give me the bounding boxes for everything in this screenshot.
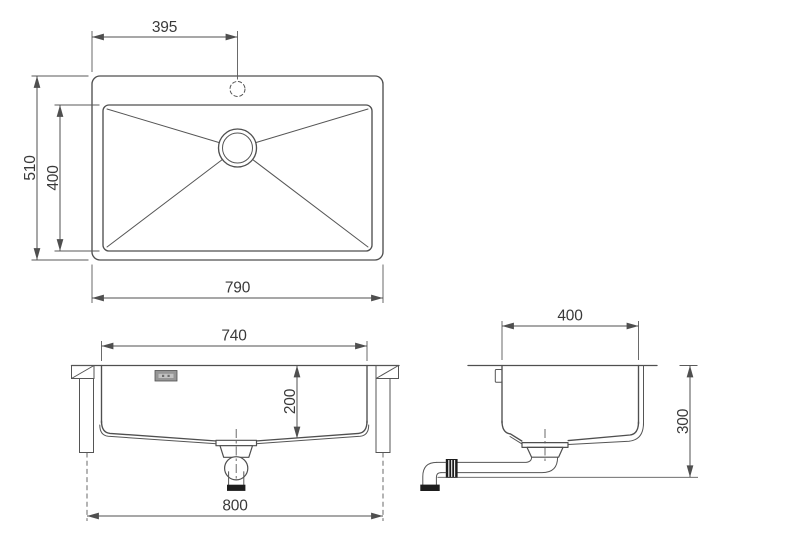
cabinet-wall-hatch-left xyxy=(79,378,94,453)
bowl-outer-shell xyxy=(99,424,370,445)
dim-overall-depth-label: 510 xyxy=(22,155,39,181)
front-view xyxy=(70,364,400,491)
dim-side-bowl-length: 400 xyxy=(501,308,639,360)
bowl-slope-lines xyxy=(106,108,369,248)
dim-bowl-width-label: 740 xyxy=(221,328,247,345)
faucet-hole xyxy=(229,81,246,97)
bowl-profile xyxy=(100,364,368,442)
bowl-outer-shell-side xyxy=(509,365,644,445)
dim-front-bowl-width: 740 xyxy=(101,328,368,361)
side-view xyxy=(420,364,658,491)
mounting-clip xyxy=(494,369,503,383)
drain-inner-ring xyxy=(222,132,253,164)
brand-plate xyxy=(154,370,178,382)
waste-pipe-end xyxy=(420,484,440,491)
countertop-section-right xyxy=(375,365,399,453)
dim-front-bowl-height: 200 xyxy=(282,365,301,439)
dim-bowl-length-label: 400 xyxy=(557,308,583,325)
drain-pipe-end xyxy=(227,484,246,491)
sink-outer-edge xyxy=(91,75,384,261)
dim-top-overall-depth: 510 xyxy=(22,75,89,261)
dim-bowl-depth-label: 400 xyxy=(45,165,62,191)
dim-top-overall-width: 790 xyxy=(91,264,384,303)
drain-assembly-front xyxy=(215,429,258,491)
dim-top-faucet-offset: 395 xyxy=(91,19,238,80)
cabinet-wall-hatch-right xyxy=(375,378,391,453)
drain-outer-ring xyxy=(217,128,258,168)
dim-faucet-offset-label: 395 xyxy=(152,19,177,36)
waste-elbow xyxy=(422,461,447,486)
top-view xyxy=(91,75,384,261)
dim-cutout-width-label: 800 xyxy=(222,498,248,515)
countertop-section-left xyxy=(71,365,95,453)
bowl-profile-side xyxy=(501,364,640,442)
dim-bowl-height-label: 200 xyxy=(282,388,299,414)
dim-install-height-label: 300 xyxy=(675,408,692,434)
dim-front-cutout-width: 800 xyxy=(86,452,384,521)
drain-assembly-side xyxy=(420,429,569,491)
hose-coupling xyxy=(445,459,458,478)
dim-side-install-height: 300 xyxy=(437,365,698,478)
dim-overall-width-label: 790 xyxy=(225,280,251,297)
dim-top-bowl-depth: 400 xyxy=(45,104,100,252)
bowl-edge xyxy=(102,104,373,252)
